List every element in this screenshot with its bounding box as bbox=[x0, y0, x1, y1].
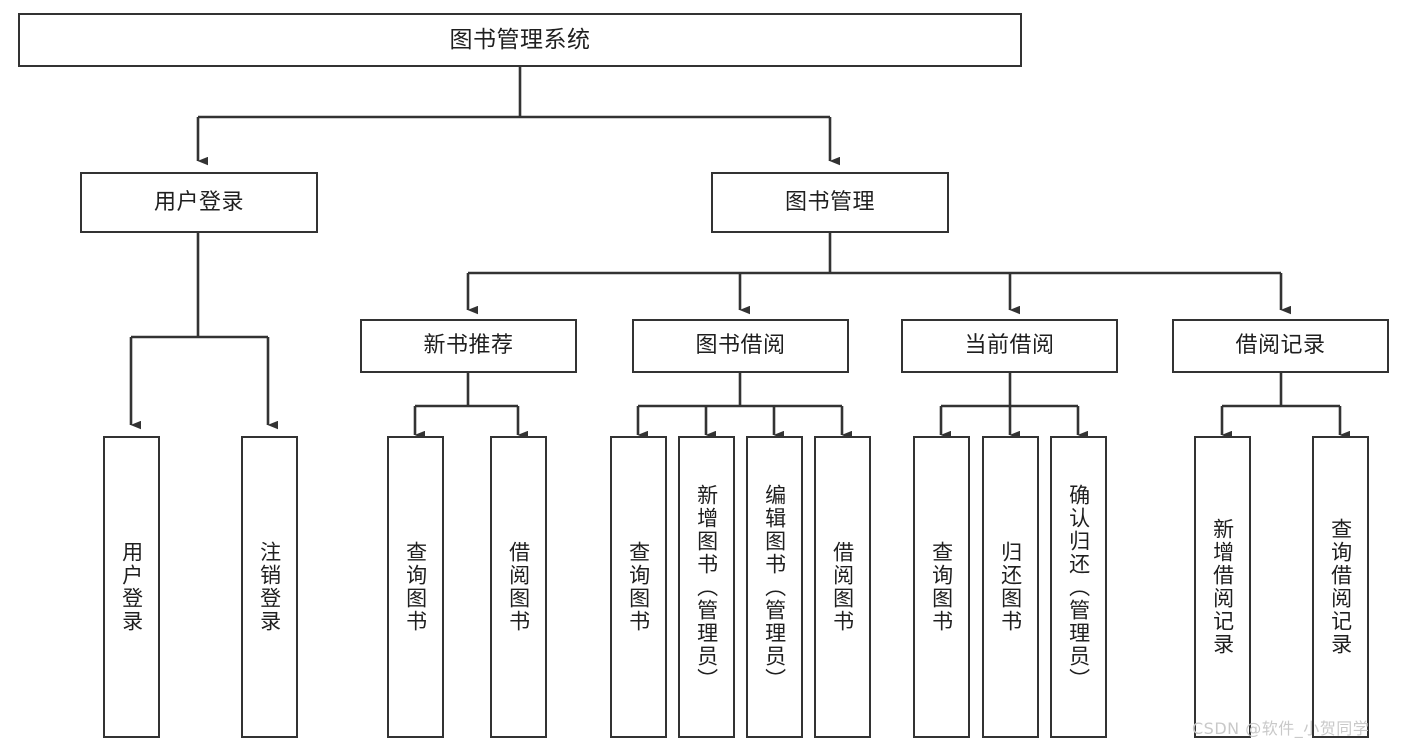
node-book-borrow[interactable]: 图书借阅 bbox=[632, 319, 849, 373]
node-current-borrow[interactable]: 当前借阅 bbox=[901, 319, 1118, 373]
leaf-query-borrow-record[interactable]: 查询借阅记录 bbox=[1312, 436, 1369, 738]
leaf-user-login[interactable]: 用户登录 bbox=[103, 436, 160, 738]
node-label: 查询借阅记录 bbox=[1328, 518, 1353, 656]
leaf-borrow-book[interactable]: 借阅图书 bbox=[814, 436, 871, 738]
leaf-query-book-recommend[interactable]: 查询图书 bbox=[387, 436, 444, 738]
leaf-user-logout[interactable]: 注销登录 bbox=[241, 436, 298, 738]
node-label: 用户登录 bbox=[119, 541, 144, 633]
node-user-login[interactable]: 用户登录 bbox=[80, 172, 318, 233]
node-label: 图书管理 bbox=[784, 189, 875, 215]
node-label: 新书推荐 bbox=[423, 333, 514, 359]
leaf-query-book-borrow[interactable]: 查询图书 bbox=[610, 436, 667, 738]
node-label: 当前借阅 bbox=[964, 333, 1055, 359]
node-label: 借阅图书 bbox=[830, 541, 855, 633]
node-label: 查询图书 bbox=[403, 541, 428, 633]
node-label: 编辑图书（管理员） bbox=[762, 483, 787, 691]
node-label: 用户登录 bbox=[153, 189, 244, 215]
leaf-add-borrow-record[interactable]: 新增借阅记录 bbox=[1194, 436, 1251, 738]
csdn-watermark: CSDN @软件_小贺同学 bbox=[1192, 719, 1370, 738]
leaf-query-book-current[interactable]: 查询图书 bbox=[913, 436, 970, 738]
leaf-confirm-return-admin[interactable]: 确认归还（管理员） bbox=[1050, 436, 1107, 738]
leaf-borrow-book-recommend[interactable]: 借阅图书 bbox=[490, 436, 547, 738]
leaf-edit-book-admin[interactable]: 编辑图书（管理员） bbox=[746, 436, 803, 738]
node-book-management[interactable]: 图书管理 bbox=[711, 172, 949, 233]
node-label: 借阅记录 bbox=[1235, 333, 1326, 359]
node-label: 新增图书（管理员） bbox=[694, 483, 719, 691]
node-label: 图书管理系统 bbox=[449, 26, 591, 53]
node-label: 图书借阅 bbox=[695, 333, 786, 359]
node-label: 查询图书 bbox=[626, 541, 651, 633]
node-label: 新增借阅记录 bbox=[1210, 518, 1235, 656]
node-borrow-record[interactable]: 借阅记录 bbox=[1172, 319, 1389, 373]
node-label: 借阅图书 bbox=[506, 541, 531, 633]
node-label: 注销登录 bbox=[257, 541, 282, 633]
leaf-add-book-admin[interactable]: 新增图书（管理员） bbox=[678, 436, 735, 738]
node-label: 归还图书 bbox=[998, 541, 1023, 633]
node-root-book-management-system[interactable]: 图书管理系统 bbox=[18, 13, 1022, 67]
node-label: 确认归还（管理员） bbox=[1066, 483, 1091, 691]
node-new-book-recommend[interactable]: 新书推荐 bbox=[360, 319, 577, 373]
node-label: 查询图书 bbox=[929, 541, 954, 633]
leaf-return-book[interactable]: 归还图书 bbox=[982, 436, 1039, 738]
